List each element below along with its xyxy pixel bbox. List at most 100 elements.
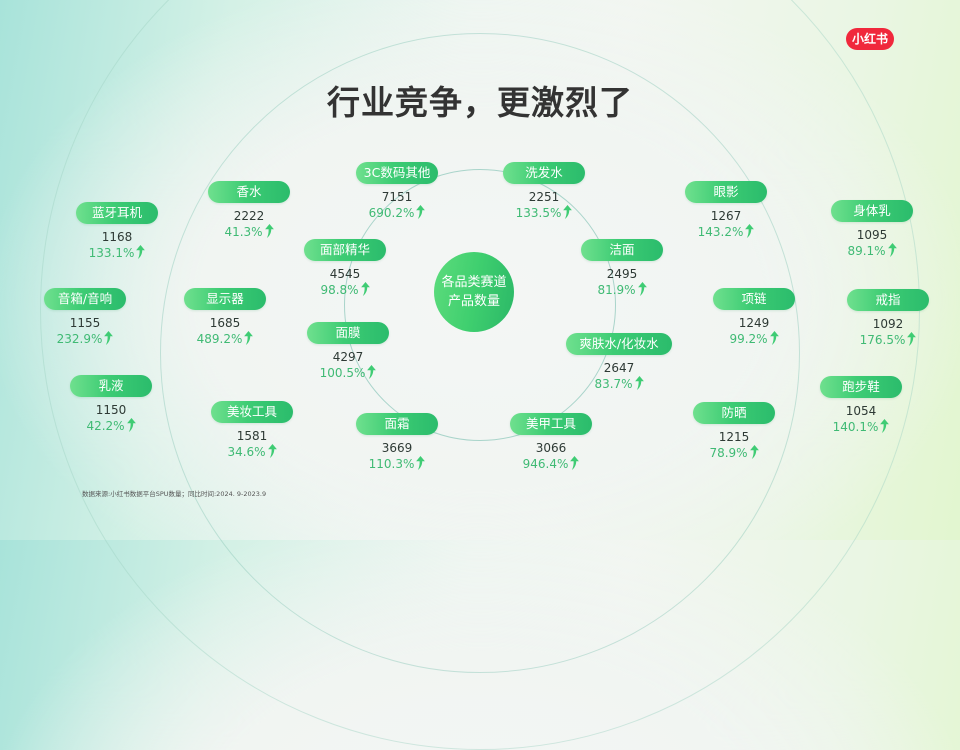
category-pill: 乳液 [70, 375, 152, 397]
category-node: 戒指 1092 176.5% [846, 289, 930, 349]
category-pill: 眼影 [685, 181, 767, 203]
category-count: 2251 [528, 190, 560, 204]
category-node: 音箱/音响 1155 232.9% [43, 288, 127, 348]
up-arrow-icon [634, 376, 644, 390]
category-pill: 3C数码其他 [356, 162, 438, 184]
up-arrow-icon [745, 224, 755, 238]
up-arrow-icon [367, 365, 377, 379]
data-source-footnote: 数据来源:小红书数据平台SPU数量；同比时间:2024. 9-2023.9 [82, 490, 267, 498]
category-count: 1155 [69, 316, 101, 330]
category-pill: 戒指 [847, 289, 929, 311]
category-count: 1095 [856, 228, 888, 242]
center-label-line1: 各品类赛道 [441, 275, 507, 290]
category-growth: 110.3% [355, 456, 439, 473]
category-node: 眼影 1267 143.2% [684, 181, 768, 241]
category-count: 1168 [101, 230, 133, 244]
category-growth: 946.4% [509, 456, 593, 473]
xiaohongshu-logo: 小红书 [846, 28, 894, 50]
category-pill: 面霜 [356, 413, 438, 435]
category-count: 1267 [710, 209, 742, 223]
up-arrow-icon [570, 456, 580, 470]
category-growth: 83.7% [564, 376, 674, 393]
category-pill: 美甲工具 [510, 413, 592, 435]
up-arrow-icon [126, 418, 136, 432]
category-pill: 香水 [208, 181, 290, 203]
up-arrow-icon [267, 444, 277, 458]
up-arrow-icon [360, 282, 370, 296]
category-count: 2222 [233, 209, 265, 223]
up-arrow-icon [563, 205, 573, 219]
category-count: 1685 [209, 316, 241, 330]
category-count: 3669 [381, 441, 413, 455]
category-pill: 音箱/音响 [44, 288, 126, 310]
category-count: 1054 [845, 404, 877, 418]
category-growth: 98.8% [303, 282, 387, 299]
category-growth: 133.1% [75, 245, 159, 262]
category-growth: 89.1% [830, 243, 914, 260]
up-arrow-icon [637, 282, 647, 296]
inner-ring-decoration [344, 169, 616, 441]
center-label-line2: 产品数量 [447, 294, 500, 309]
category-count: 2647 [603, 361, 635, 375]
category-pill: 身体乳 [831, 200, 913, 222]
up-arrow-icon [416, 456, 426, 470]
category-growth: 176.5% [846, 332, 930, 349]
category-node: 洁面 2495 81.9% [580, 239, 664, 299]
category-pill: 洁面 [581, 239, 663, 261]
category-pill: 美妆工具 [211, 401, 293, 423]
category-pill: 防晒 [693, 402, 775, 424]
category-pill: 显示器 [184, 288, 266, 310]
up-arrow-icon [749, 445, 759, 459]
category-pill: 爽肤水/化妆水 [566, 333, 672, 355]
category-node: 香水 2222 41.3% [207, 181, 291, 241]
category-pill: 蓝牙耳机 [76, 202, 158, 224]
category-growth: 42.2% [69, 418, 153, 435]
category-count: 2495 [606, 267, 638, 281]
category-node: 3C数码其他 7151 690.2% [355, 162, 439, 222]
up-arrow-icon [244, 331, 254, 345]
category-node: 防晒 1215 78.9% [692, 402, 776, 462]
category-node: 面霜 3669 110.3% [355, 413, 439, 473]
category-growth: 81.9% [580, 282, 664, 299]
category-node: 跑步鞋 1054 140.1% [819, 376, 903, 436]
up-arrow-icon [104, 331, 114, 345]
category-growth: 143.2% [684, 224, 768, 241]
up-arrow-icon [416, 205, 426, 219]
category-count: 3066 [535, 441, 567, 455]
category-node: 面部精华 4545 98.8% [303, 239, 387, 299]
category-growth: 489.2% [183, 331, 267, 348]
category-pill: 项链 [713, 288, 795, 310]
category-node: 洗发水 2251 133.5% [502, 162, 586, 222]
category-count: 1092 [872, 317, 904, 331]
category-pill: 跑步鞋 [820, 376, 902, 398]
up-arrow-icon [907, 332, 917, 346]
center-hub: 各品类赛道 产品数量 [434, 252, 514, 332]
category-count: 7151 [381, 190, 413, 204]
category-growth: 133.5% [502, 205, 586, 222]
category-node: 蓝牙耳机 1168 133.1% [75, 202, 159, 262]
category-growth: 140.1% [819, 419, 903, 436]
up-arrow-icon [769, 331, 779, 345]
category-node: 面膜 4297 100.5% [306, 322, 390, 382]
up-arrow-icon [264, 224, 274, 238]
category-growth: 34.6% [210, 444, 294, 461]
category-node: 爽肤水/化妆水 2647 83.7% [564, 333, 674, 393]
category-growth: 99.2% [712, 331, 796, 348]
category-growth: 41.3% [207, 224, 291, 241]
category-node: 身体乳 1095 89.1% [830, 200, 914, 260]
page-title: 行业竞争，更激烈了 [327, 83, 633, 122]
category-count: 4545 [329, 267, 361, 281]
up-arrow-icon [887, 243, 897, 257]
category-node: 乳液 1150 42.2% [69, 375, 153, 435]
category-growth: 690.2% [355, 205, 439, 222]
category-node: 项链 1249 99.2% [712, 288, 796, 348]
up-arrow-icon [136, 245, 146, 259]
category-pill: 洗发水 [503, 162, 585, 184]
category-count: 1581 [236, 429, 268, 443]
category-count: 1249 [738, 316, 770, 330]
up-arrow-icon [880, 419, 890, 433]
category-node: 显示器 1685 489.2% [183, 288, 267, 348]
category-pill: 面膜 [307, 322, 389, 344]
category-node: 美妆工具 1581 34.6% [210, 401, 294, 461]
category-count: 1150 [95, 403, 127, 417]
